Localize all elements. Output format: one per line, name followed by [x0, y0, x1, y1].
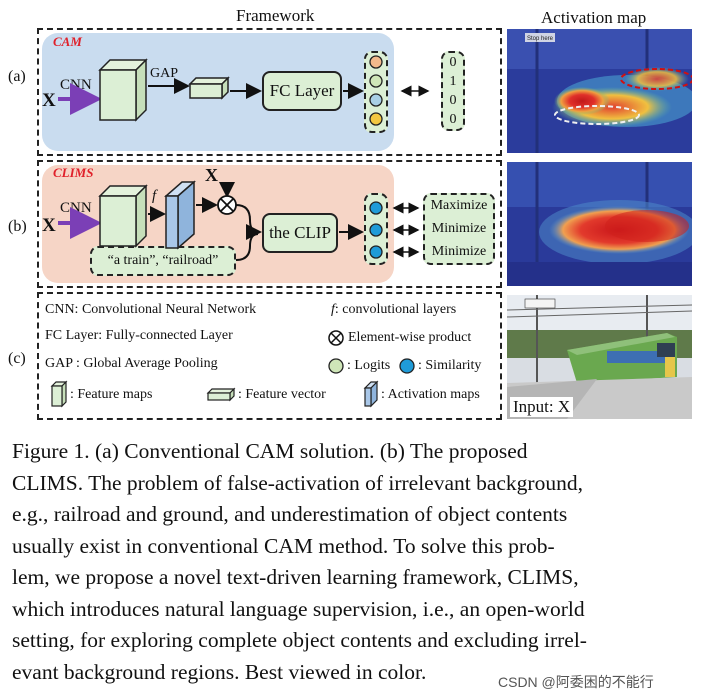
logit-circle — [369, 74, 383, 88]
caption-line: CLIMS. The problem of false-activation o… — [12, 470, 583, 495]
legend-gap: GAP : Global Average Pooling — [45, 356, 218, 371]
feature-maps-legend-icon — [50, 380, 68, 408]
objective-minimize: Minimize — [431, 243, 487, 259]
objectives-box: Maximize Minimize Minimize — [423, 193, 495, 265]
activation-map-cam: Stop here — [507, 29, 692, 153]
product-to-clip-arrow — [235, 204, 262, 240]
legend-feature-maps: : Feature maps — [70, 387, 153, 402]
legend-logits: : Logits — [347, 358, 391, 373]
legend-elementwise: Element-wise product — [348, 330, 472, 345]
text-to-clip-arrow — [235, 233, 259, 261]
similarity-legend-icon — [399, 358, 415, 374]
legend-fc: FC Layer: Fully-connected Layer — [45, 328, 233, 343]
feature-map-cube-b — [98, 184, 148, 248]
caption-line: lem, we propose a novel text-driven lear… — [12, 565, 579, 589]
diagram-shapes — [50, 55, 430, 408]
logit-circle — [369, 55, 383, 69]
text-prompt-box: “a train”, “railroad” — [90, 246, 236, 276]
framework-header: Framework — [236, 6, 315, 25]
f-symbol: f — [331, 302, 335, 317]
activation-map-clims — [507, 162, 692, 286]
caption-line: setting, for exploring complete object c… — [12, 628, 587, 652]
row-a-label: (a) — [8, 68, 26, 85]
similarity-circle — [369, 245, 383, 259]
label-vector: 0 1 0 0 — [441, 51, 465, 131]
legend-activation-maps: : Activation maps — [381, 387, 480, 402]
feature-map-cube-a — [98, 58, 148, 122]
caption-line: e.g., railroad and ground, and underesti… — [12, 502, 568, 526]
legend-similarity: : Similarity — [418, 358, 482, 373]
clims-heatmap-image — [507, 162, 692, 286]
logits-legend-icon — [328, 358, 344, 374]
activation-maps-legend-icon — [363, 380, 379, 408]
element-wise-product-icon — [217, 195, 237, 215]
label-value: 1 — [449, 73, 457, 89]
legend-panel — [37, 292, 502, 420]
label-value: 0 — [449, 54, 457, 70]
fc-layer-box: FC Layer — [262, 71, 342, 111]
row-c-label: (c) — [8, 350, 26, 367]
input-x-b: X — [42, 215, 56, 236]
objective-maximize: Maximize — [430, 198, 488, 214]
row-b-label: (b) — [8, 218, 27, 235]
label-value: 0 — [449, 111, 457, 127]
photo-sign-text: Stop here — [527, 36, 554, 42]
legend-cnn: CNN: Convolutional Neural Network — [45, 302, 257, 317]
logit-circle — [369, 93, 383, 107]
watermark: CSDN @阿委困的不能行 — [498, 674, 654, 690]
clims-panel — [37, 160, 502, 288]
clip-box: the CLIP — [262, 213, 338, 253]
similarity-circle — [369, 201, 383, 215]
legend-conv-text: : convolutional layers — [334, 302, 457, 317]
cam-tag: CAM — [53, 34, 82, 49]
input-x-a: X — [42, 90, 56, 111]
label-value: 0 — [449, 92, 457, 108]
caption-line: usually exist in conventional CAM method… — [12, 533, 555, 558]
legend-conv-layers: f: convolutional layers — [331, 302, 456, 318]
caption-line: Figure 1. (a) Conventional CAM solution.… — [12, 439, 528, 463]
similarity-circle — [369, 223, 383, 237]
legend-feature-vector: : Feature vector — [238, 387, 326, 402]
feature-vector-a — [188, 76, 230, 100]
caption-line: which introduces natural language superv… — [12, 596, 585, 621]
objective-minimize: Minimize — [431, 220, 487, 236]
cam-panel — [37, 28, 502, 156]
caption-line: evant background regions. Best viewed in… — [12, 659, 427, 684]
clims-tag: CLIMS — [53, 165, 94, 180]
input-x-top: X — [205, 165, 218, 185]
f-label: f — [152, 188, 157, 204]
logit-circle — [369, 112, 383, 126]
activation-map-slab — [164, 180, 196, 250]
input-label: Input: X — [510, 397, 574, 417]
activation-map-header: Activation map — [541, 8, 647, 27]
gap-label: GAP — [150, 66, 179, 81]
feature-vector-legend-icon — [206, 387, 236, 402]
figure-caption: Figure 1. (a) Conventional CAM solution.… — [12, 436, 587, 688]
element-wise-product-legend-icon — [328, 330, 344, 346]
cam-heatmap-image: Stop here — [507, 29, 692, 153]
